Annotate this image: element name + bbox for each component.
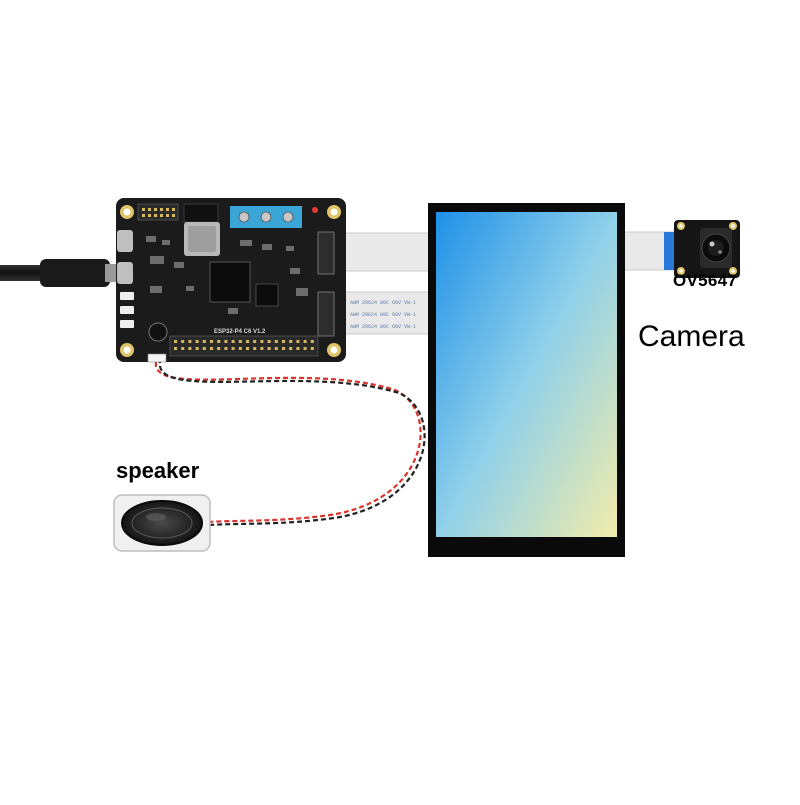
- camera-module-icon: [674, 220, 740, 278]
- speaker-icon: [113, 494, 211, 552]
- usb-c-cable-icon: [0, 259, 125, 287]
- ribbon-marking-2: AWM 20624 80C 60V VW-1: [350, 312, 416, 318]
- lcd-display: [428, 203, 625, 557]
- ribbon-marking-1: AWM 20624 80C 60V VW-1: [350, 300, 416, 306]
- ribbon-marking-3: AWM 20624 80C 60V VW-1: [350, 324, 416, 330]
- board-silkscreen: ESP32-P4 C6 V1.2: [214, 329, 266, 335]
- camera-label: Camera: [638, 320, 745, 353]
- display-screen: [436, 212, 617, 537]
- speaker-wire: [154, 361, 426, 527]
- esp32-p4-board: ESP32-P4 C6 V1.2: [116, 198, 346, 363]
- camera-ribbon-cable: [623, 231, 683, 271]
- camera-model-label: OV5647: [673, 271, 738, 290]
- speaker-label: speaker: [116, 458, 200, 483]
- display-ribbon-cable-bottom: AWM 20624 80C 60V VW-1 AWM 20624 80C 60V…: [329, 291, 433, 335]
